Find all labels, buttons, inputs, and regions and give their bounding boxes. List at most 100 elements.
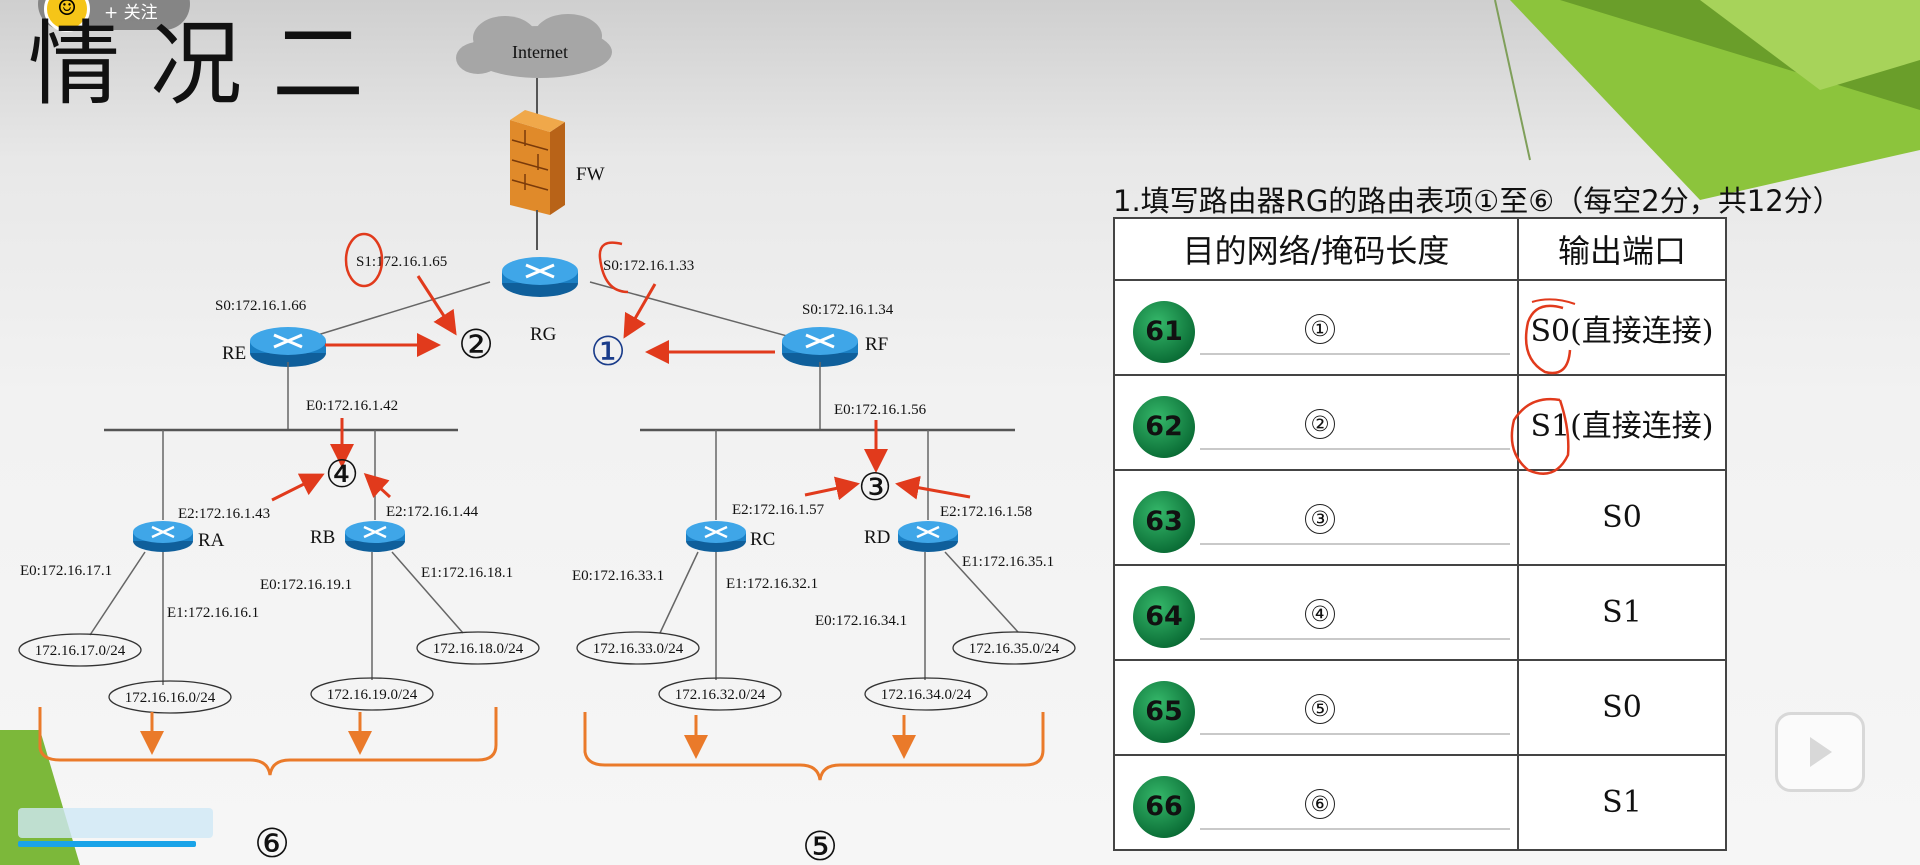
internet-label: Internet <box>512 42 568 62</box>
blank-marker: ④ <box>1305 599 1335 629</box>
rc-e0-label: E0:172.16.33.1 <box>572 568 664 584</box>
number-badge: 61 <box>1133 301 1195 363</box>
port-cell: S1 <box>1517 564 1727 661</box>
rd-e0-label: E0:172.16.34.1 <box>815 613 907 629</box>
ra-e0-label: E0:172.16.17.1 <box>20 563 112 579</box>
blank-marker: ③ <box>1305 504 1335 534</box>
destination-cell: 65 ⑤ <box>1113 659 1519 756</box>
answer-blank <box>1200 353 1510 355</box>
table-row: 62 ② S1(直接连接) <box>1113 374 1727 471</box>
network-172-16-17: 172.16.17.0/24 <box>35 643 126 659</box>
rd-e2-label: E2:172.16.1.58 <box>940 504 1032 520</box>
destination-cell: 63 ③ <box>1113 469 1519 566</box>
router-rf-label: RF <box>865 334 888 355</box>
destination-cell: 62 ② <box>1113 374 1519 471</box>
ra-e2-label: E2:172.16.1.43 <box>178 506 270 522</box>
blank-marker: ② <box>1305 409 1335 439</box>
answer-blank <box>1200 733 1510 735</box>
port-cell: S0(直接连接) <box>1517 279 1727 376</box>
network-172-16-18: 172.16.18.0/24 <box>433 641 524 657</box>
progress-thumbnail <box>18 808 213 838</box>
destination-cell: 61 ① <box>1113 279 1519 376</box>
table-row: 66 ⑥ S1 <box>1113 754 1727 851</box>
number-badge: 63 <box>1133 491 1195 553</box>
rf-e0-label: E0:172.16.1.56 <box>834 402 927 418</box>
table-row: 61 ① S0(直接连接) <box>1113 279 1727 376</box>
follow-button[interactable]: ☺ + 关注 <box>38 0 190 32</box>
table-row: 64 ④ S1 <box>1113 564 1727 661</box>
router-ra-label: RA <box>198 530 225 551</box>
rc-e1-label: E1:172.16.32.1 <box>726 576 818 592</box>
ra-e1-label: E1:172.16.16.1 <box>167 605 259 621</box>
rd-e1-label: E1:172.16.35.1 <box>962 554 1054 570</box>
firewall-icon <box>510 110 565 215</box>
port-cell: S0 <box>1517 469 1727 566</box>
marker-1: ① <box>590 329 626 375</box>
rb-e0-label: E0:172.16.19.1 <box>260 577 352 593</box>
routing-table: 目的网络/掩码长度 输出端口 61 ① S0(直接连接) 62 ② S1(直接连 <box>1113 217 1727 851</box>
router-icon-rf <box>780 325 860 369</box>
port-cell: S1 <box>1517 754 1727 851</box>
router-icon-rc <box>684 519 748 554</box>
network-172-16-19: 172.16.19.0/24 <box>327 687 418 703</box>
avatar: ☺ <box>44 0 90 32</box>
rb-e1-label: E1:172.16.18.1 <box>421 565 513 581</box>
number-badge: 62 <box>1133 396 1195 458</box>
answer-blank <box>1200 638 1510 640</box>
rb-e2-label: E2:172.16.1.44 <box>386 504 479 520</box>
router-rg-label: RG <box>530 324 557 345</box>
play-icon <box>1810 737 1832 767</box>
network-172-16-34: 172.16.34.0/24 <box>881 687 972 703</box>
network-172-16-35: 172.16.35.0/24 <box>969 641 1060 657</box>
router-icon-ra <box>131 519 195 554</box>
marker-2: ② <box>458 322 494 368</box>
rg-s0-label: S0:172.16.1.33 <box>603 258 694 274</box>
re-e0-label: E0:172.16.1.42 <box>306 398 398 414</box>
router-rd-label: RD <box>864 527 890 548</box>
router-icon-rd <box>896 519 960 554</box>
answer-blank <box>1200 543 1510 545</box>
rf-s0-label: S0:172.16.1.34 <box>802 302 894 318</box>
blank-marker: ⑥ <box>1305 789 1335 819</box>
marker-3: ③ <box>858 465 892 509</box>
network-diagram: Internet FW RG S1:172.16.1.65 S0:172.16.… <box>18 14 1076 865</box>
header-destination: 目的网络/掩码长度 <box>1113 217 1519 281</box>
table-row: 63 ③ S0 <box>1113 469 1727 566</box>
network-172-16-32: 172.16.32.0/24 <box>675 687 766 703</box>
question-text: 1.填写路由器RG的路由表项①至⑥（每空2分，共12分） <box>1113 184 1842 218</box>
answer-blank <box>1200 448 1510 450</box>
slide-title: 情况二 <box>28 11 395 118</box>
blank-marker: ① <box>1305 314 1335 344</box>
header-output-port: 输出端口 <box>1517 217 1727 281</box>
port-cell: S1(直接连接) <box>1517 374 1727 471</box>
marker-4: ④ <box>325 452 359 496</box>
re-s0-label: S0:172.16.1.66 <box>215 298 307 314</box>
destination-cell: 66 ⑥ <box>1113 754 1519 851</box>
answer-blank <box>1200 828 1510 830</box>
table-row: 65 ⑤ S0 <box>1113 659 1727 756</box>
router-icon-re <box>248 325 328 369</box>
video-progress-bar[interactable] <box>18 841 196 847</box>
router-icon-rg <box>500 255 580 299</box>
marker-6: ⑥ <box>254 821 290 865</box>
rg-s1-label: S1:172.16.1.65 <box>356 254 447 270</box>
follow-label: + 关注 <box>104 3 158 23</box>
router-rc-label: RC <box>750 529 775 550</box>
play-button[interactable] <box>1775 712 1865 792</box>
router-re-label: RE <box>222 343 246 364</box>
network-172-16-33: 172.16.33.0/24 <box>593 641 684 657</box>
table-header-row: 目的网络/掩码长度 输出端口 <box>1113 217 1727 281</box>
router-icon-rb <box>343 519 407 554</box>
number-badge: 64 <box>1133 586 1195 648</box>
cloud-icon <box>456 14 612 78</box>
network-172-16-16: 172.16.16.0/24 <box>125 690 216 706</box>
port-cell: S0 <box>1517 659 1727 756</box>
marker-5: ⑤ <box>802 824 838 865</box>
number-badge: 65 <box>1133 681 1195 743</box>
blank-marker: ⑤ <box>1305 694 1335 724</box>
router-rb-label: RB <box>310 527 335 548</box>
rc-e2-label: E2:172.16.1.57 <box>732 502 825 518</box>
firewall-label: FW <box>576 164 605 185</box>
